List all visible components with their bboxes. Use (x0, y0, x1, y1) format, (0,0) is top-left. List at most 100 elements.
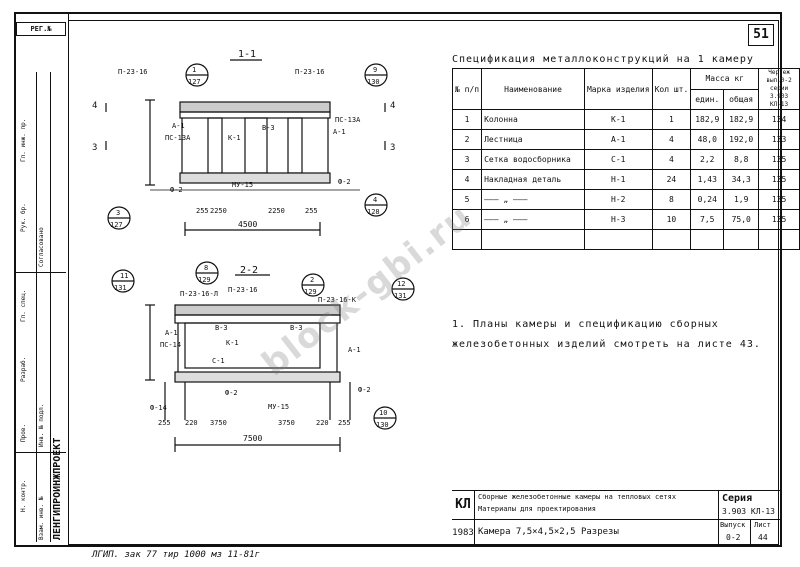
part-label: В-3 (215, 324, 228, 332)
table-cell: 2 (451, 129, 483, 150)
part-label: А-1 (165, 329, 178, 337)
series-label: Серия (722, 493, 753, 504)
issue-label: Выпуск (720, 521, 746, 529)
part-label: МУ-15 (268, 403, 289, 411)
section-2-title: 2-2 (240, 265, 258, 276)
callout-top: 12 (397, 280, 405, 288)
issue-value: 0-2 (726, 533, 741, 542)
table-cell: Накладная деталь (481, 169, 585, 190)
table-cell: Н-2 (583, 189, 653, 210)
part-label: П-23-16-Л (180, 290, 218, 298)
table-cell: 134 (758, 109, 800, 130)
table-cell: 10 (651, 209, 692, 230)
callout-top: 10 (379, 409, 387, 417)
table-cell: 135 (758, 209, 800, 230)
table-cell: Колонна (481, 109, 585, 130)
col-header: общая (723, 88, 760, 110)
dim-label: 255 (338, 419, 351, 427)
part-label: П-23-16-К (318, 296, 357, 304)
table-row (451, 229, 800, 250)
part-label: С-1 (212, 357, 225, 365)
table-cell: 133 (758, 129, 800, 150)
dim-label: 220 (185, 419, 198, 427)
table-cell: 34,3 (723, 169, 760, 190)
dim-label: 3750 (278, 419, 295, 427)
part-label: А-1 (172, 122, 185, 130)
col-header: Чертеж вып.0-2 серии 3.903 КЛ-13 (758, 68, 800, 110)
part-label: К-1 (228, 134, 241, 142)
table-cell: 8,8 (723, 149, 760, 170)
spec-title: Спецификация металлоконструкций на 1 кам… (452, 54, 754, 65)
table-cell: 4 (651, 149, 692, 170)
part-label: П-23-16 (228, 286, 258, 294)
table-cell: Лестница (481, 129, 585, 150)
part-label: П-23-16 (118, 68, 148, 76)
callout-bottom: 129 (304, 288, 317, 296)
series-code: 3.903 КЛ-13 (722, 507, 775, 516)
table-cell: 1,9 (723, 189, 760, 210)
section-mark: 4 (92, 101, 97, 111)
part-label: Ф-2 (225, 389, 238, 397)
table-cell: А-1 (583, 129, 653, 150)
part-label: А-1 (348, 346, 361, 354)
registration-label: РЕГ.№ (16, 22, 66, 36)
part-label: К-1 (226, 339, 239, 347)
table-cell: 135 (758, 189, 800, 210)
sheet-value: 44 (758, 533, 768, 542)
callout-top: 2 (310, 276, 314, 284)
section-mark: 4 (390, 101, 395, 111)
callout-bottom: 128 (367, 208, 380, 216)
dim-label: 4500 (238, 220, 257, 229)
dim-label: 255 (158, 419, 171, 427)
stamp-kl: КЛ (452, 491, 475, 519)
part-label: Ф-14 (150, 404, 167, 412)
part-label: Ф-2 (338, 178, 351, 186)
col-header: един. (690, 88, 725, 110)
table-cell: Сетка водосборника (481, 149, 585, 170)
part-label: А-1 (333, 128, 346, 136)
drawing-note: 1. Планы камеры и спецификацию сборных ж… (452, 319, 761, 350)
table-cell: 1,43 (690, 169, 725, 190)
callout-bottom: 130 (376, 421, 389, 429)
callout-bottom: 127 (188, 78, 201, 86)
spec-table: № п/п Наименование Марка изделия Кол шт.… (451, 68, 800, 250)
callout-bottom: 129 (198, 276, 211, 284)
dim-label: 255 (196, 207, 209, 215)
table-cell: 135 (758, 149, 800, 170)
callout-top: 9 (373, 66, 377, 74)
stamp-title-1: Сборные железобетонные камеры на тепловы… (478, 493, 677, 501)
callout-top: 11 (120, 272, 128, 280)
col-header: Марка изделия (583, 68, 653, 110)
table-cell: 182,9 (723, 109, 760, 130)
table-header-row: № п/п Наименование Марка изделия Кол шт.… (451, 68, 800, 110)
table-cell: Н-1 (583, 169, 653, 190)
sheet-label: Лист (754, 521, 771, 529)
stamp-year: 1983 (452, 519, 475, 547)
section-mark: 3 (92, 143, 97, 153)
callout-bottom: 130 (367, 78, 380, 86)
part-label: П-23-16 (295, 68, 325, 76)
dim-label: 255 (305, 207, 318, 215)
side-title-block: РЕГ.№ ЛЕНГИПРОИНЖПРОЕКТ Согласовано Инв.… (14, 12, 69, 547)
side-entry: Н. контр. (20, 479, 27, 512)
table-cell: Н-3 (583, 209, 653, 230)
table-cell: 8 (651, 189, 692, 210)
part-label: Ф-2 (358, 386, 371, 394)
part-label: МУ-15 (232, 181, 253, 189)
table-cell: ——— „ ——— (481, 209, 585, 230)
dim-label: 220 (316, 419, 329, 427)
col-header: Масса кг (690, 68, 760, 90)
section-1-title: 1-1 (238, 49, 256, 60)
part-label: В-3 (262, 124, 275, 132)
table-cell: 75,0 (723, 209, 760, 230)
table-cell: 4 (651, 129, 692, 150)
table-cell: 4 (451, 169, 483, 190)
side-entry: Взам. инв. № (38, 496, 45, 540)
sheet-number: 51 (748, 24, 774, 46)
col-header: Наименование (481, 68, 585, 110)
callout-top: 4 (373, 196, 377, 204)
part-label: ПС-13А (165, 134, 191, 142)
